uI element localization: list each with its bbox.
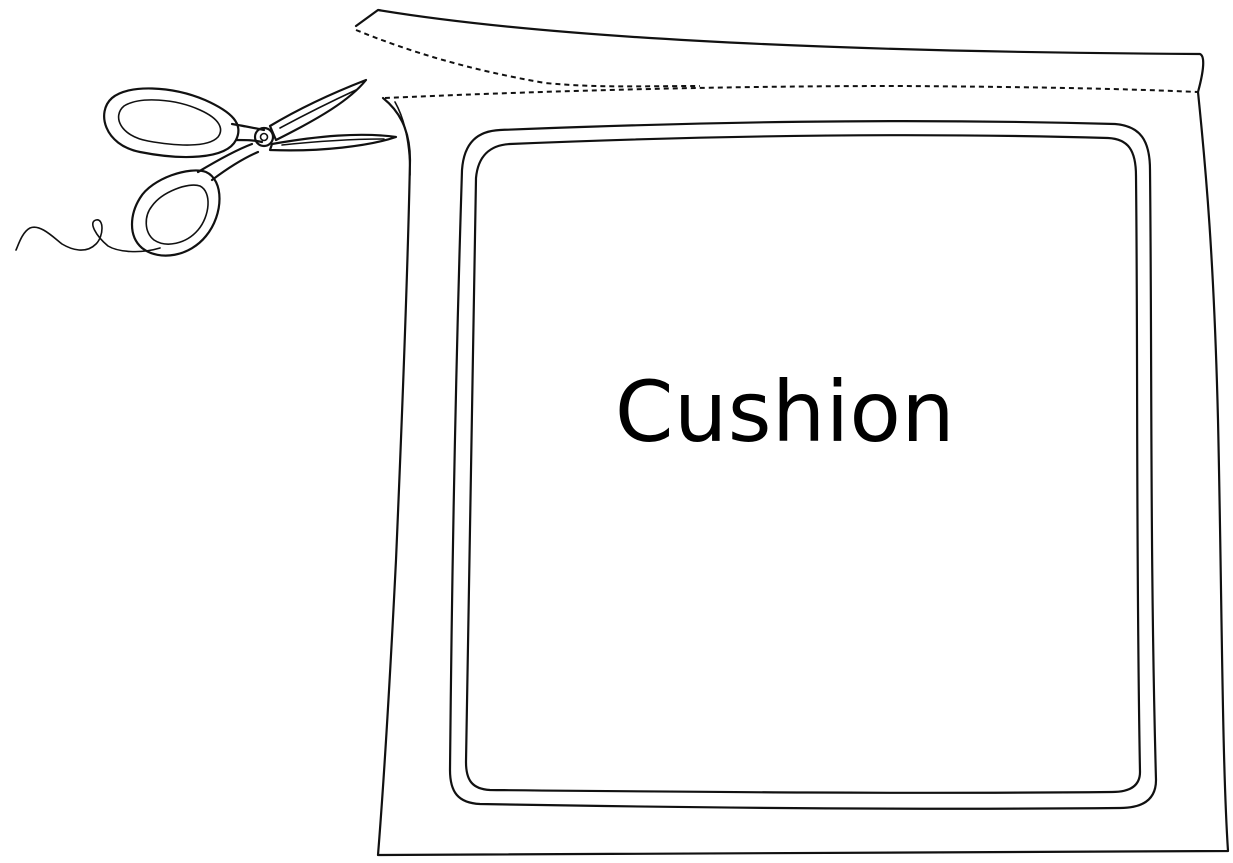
- cushion-label: Cushion: [470, 370, 1100, 454]
- cut-line-main: [385, 86, 1198, 98]
- cut-lines: [356, 30, 1198, 98]
- cushion-outline: [450, 121, 1156, 809]
- scissors-icon: [16, 80, 396, 256]
